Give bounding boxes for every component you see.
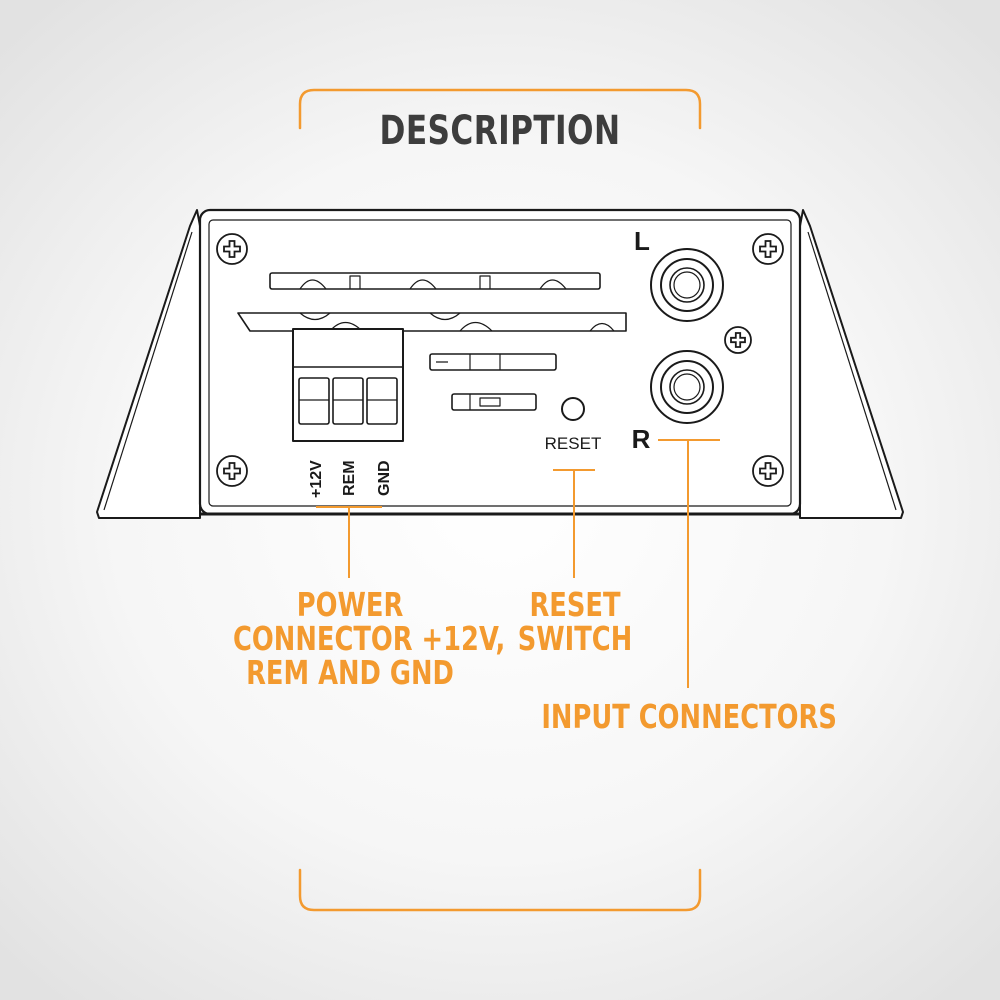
power-callout-line-1: POWER [296,585,404,624]
screw-icon [216,455,248,487]
reset-switch-callout: RESET SWITCH [497,588,653,656]
power-callout-line-2: CONNECTOR +12V, [233,619,506,658]
page-title: DESCRIPTION [379,108,621,154]
channel-right-label: R [632,424,651,454]
heatsink-fins [237,272,627,411]
reset-button [561,397,585,421]
reset-label: RESET [545,434,602,453]
leader-line-reset [553,469,595,578]
screws [216,233,784,487]
leader-line-power [316,506,382,578]
amplifier-panel [96,208,904,519]
bottom-bracket [298,868,702,912]
top-bracket [298,88,702,130]
power-terminal-block [292,328,404,442]
leader-lines [316,439,720,688]
input-connectors-callout: INPUT CONNECTORS [541,697,837,736]
channel-left-label: L [634,226,650,256]
input-callout-line-1: INPUT CONNECTORS [541,697,837,736]
power-callout-line-3: REM AND GND [246,653,454,692]
screw-icon [216,233,248,265]
reset-callout-line-1: RESET [529,585,621,624]
terminal-label-gnd: GND [376,460,393,496]
rca-connector-left [650,248,724,322]
screw-icon [752,455,784,487]
screw-icon [752,233,784,265]
terminal-label-12v: +12V [308,460,325,498]
terminal-label-rem: REM [341,460,358,496]
rca-connector-right [650,350,724,424]
leader-line-input [658,439,720,688]
screw-icon [724,326,752,354]
power-connector-callout: POWER CONNECTOR +12V, REM AND GND [233,585,506,692]
reset-callout-line-2: SWITCH [517,619,633,658]
